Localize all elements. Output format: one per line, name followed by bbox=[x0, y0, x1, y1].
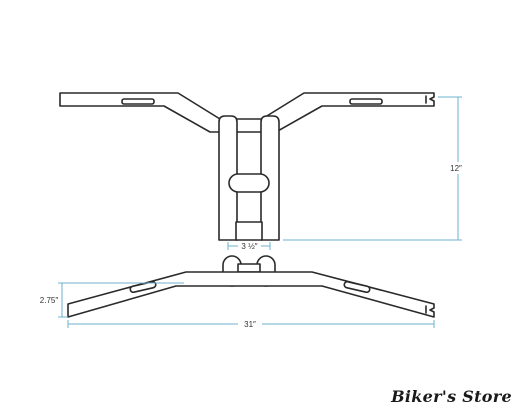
rise-dimension: 12″ bbox=[283, 96, 466, 241]
store-watermark: Biker's Store bbox=[391, 387, 512, 406]
riser-cross-brace bbox=[228, 173, 270, 193]
left-riser bbox=[218, 115, 238, 241]
front-left-knurl-box bbox=[121, 98, 155, 105]
clamp-bridge bbox=[237, 263, 261, 273]
top-left-knurl-slot bbox=[129, 280, 157, 294]
front-view bbox=[59, 92, 435, 241]
width-label: 31″ bbox=[244, 320, 256, 329]
front-right-knurl-box bbox=[349, 98, 383, 105]
clamp-spacing-dimension: 3 ½″ bbox=[227, 242, 271, 251]
rise-label: 12″ bbox=[450, 164, 462, 173]
width-dimension: 31″ bbox=[67, 320, 435, 329]
right-riser bbox=[260, 115, 280, 241]
pullback-dimension: 2.75″ bbox=[38, 282, 184, 318]
riser-base bbox=[235, 221, 263, 241]
clamp-spacing-label: 3 ½″ bbox=[241, 242, 257, 251]
top-view bbox=[67, 255, 435, 318]
top-right-knurl-slot bbox=[343, 280, 371, 294]
pullback-label: 2.75″ bbox=[40, 296, 59, 305]
top-bar-outline bbox=[67, 271, 435, 318]
